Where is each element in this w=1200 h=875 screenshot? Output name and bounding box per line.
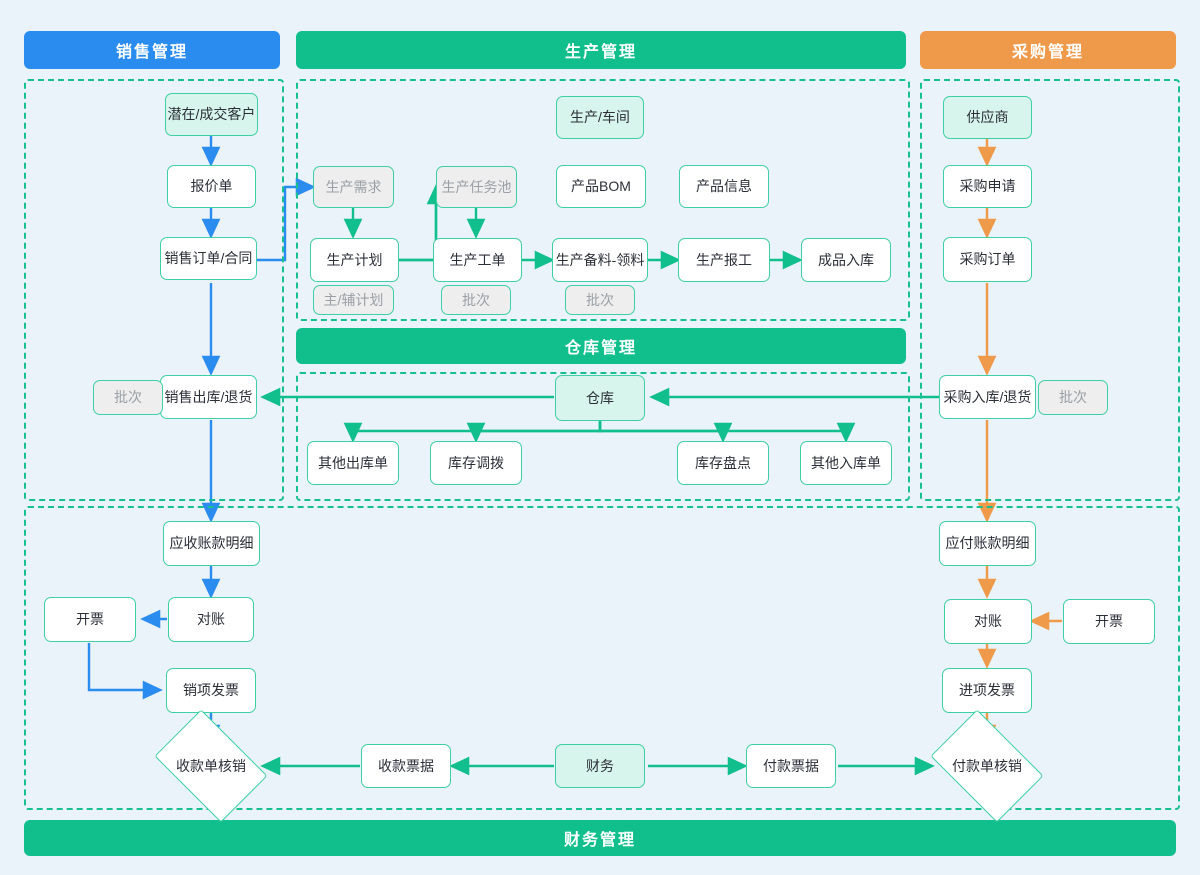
node-payment-voucher[interactable]: 付款票据 xyxy=(746,744,836,788)
node-sales-outbound-label: 销售出库/退货 xyxy=(164,388,253,405)
header-production: 生产管理 xyxy=(296,31,906,69)
frame-production xyxy=(296,79,910,321)
header-purchase: 采购管理 xyxy=(920,31,1176,69)
node-finance-hub-label: 财务 xyxy=(586,757,614,774)
node-material-picking-label: 生产备料-领料 xyxy=(555,251,645,268)
node-work-order[interactable]: 生产工单 xyxy=(433,238,522,282)
node-warehouse-hub[interactable]: 仓库 xyxy=(555,375,645,421)
node-material-picking[interactable]: 生产备料-领料 xyxy=(552,238,648,282)
node-plan-tag-label: 主/辅计划 xyxy=(323,291,384,308)
header-purchase-label: 采购管理 xyxy=(1011,44,1084,61)
node-payment-writeoff[interactable]: 付款单核销 xyxy=(930,709,1044,823)
node-sales-outbound[interactable]: 销售出库/退货 xyxy=(160,375,257,419)
node-reconciliation-left-label: 对账 xyxy=(197,611,225,628)
node-invoicing-right-label: 开票 xyxy=(1095,613,1123,630)
node-work-order-label: 生产工单 xyxy=(449,251,506,268)
node-purchase-inbound-label: 采购入库/退货 xyxy=(943,388,1032,405)
header-production-label: 生产管理 xyxy=(564,44,637,61)
node-production-reporting[interactable]: 生产报工 xyxy=(678,238,770,282)
node-product-bom-label: 产品BOM xyxy=(571,178,631,195)
node-purchase-inbound[interactable]: 采购入库/退货 xyxy=(939,375,1036,419)
node-production-demand-label: 生产需求 xyxy=(325,178,382,195)
node-picking-tag-label: 批次 xyxy=(586,291,614,308)
node-invoicing-left-label: 开票 xyxy=(76,611,104,628)
node-stock-transfer-label: 库存调拨 xyxy=(448,454,504,471)
node-finance-hub[interactable]: 财务 xyxy=(555,744,645,788)
node-purchase-order[interactable]: 采购订单 xyxy=(943,237,1032,282)
node-reconciliation-right-label: 对账 xyxy=(974,613,1002,630)
node-production-reporting-label: 生产报工 xyxy=(696,251,752,268)
node-sales-batch-tag: 批次 xyxy=(93,380,163,415)
node-plan-tag: 主/辅计划 xyxy=(313,285,394,315)
node-product-info-label: 产品信息 xyxy=(696,178,752,195)
node-purchase-batch-tag: 批次 xyxy=(1038,380,1108,415)
node-invoicing-left[interactable]: 开票 xyxy=(44,597,136,642)
node-receipt-writeoff-label: 收款单核销 xyxy=(176,758,246,774)
node-purchase-order-label: 采购订单 xyxy=(959,251,1016,268)
node-payment-voucher-label: 付款票据 xyxy=(763,757,819,774)
header-warehouse-label: 仓库管理 xyxy=(564,340,637,357)
node-payable-detail-label: 应付账款明细 xyxy=(945,535,1030,552)
header-warehouse: 仓库管理 xyxy=(296,328,906,364)
node-receivable-detail[interactable]: 应收账款明细 xyxy=(163,521,260,566)
node-work-order-tag-label: 批次 xyxy=(462,291,490,308)
node-sales-order[interactable]: 销售订单/合同 xyxy=(160,237,257,280)
node-other-inbound-label: 其他入库单 xyxy=(811,454,881,471)
node-finished-inbound-label: 成品入库 xyxy=(818,251,874,268)
node-output-invoice-label: 销项发票 xyxy=(183,682,239,699)
header-sales: 销售管理 xyxy=(24,31,280,69)
node-supplier[interactable]: 供应商 xyxy=(943,96,1032,139)
node-other-outbound[interactable]: 其他出库单 xyxy=(307,441,399,485)
node-task-pool-label: 生产任务池 xyxy=(441,178,512,195)
node-invoicing-right[interactable]: 开票 xyxy=(1063,599,1155,644)
node-reconciliation-left[interactable]: 对账 xyxy=(168,597,254,642)
node-other-inbound[interactable]: 其他入库单 xyxy=(800,441,892,485)
node-receivable-detail-label: 应收账款明细 xyxy=(169,535,254,552)
node-customer-label: 潜在/成交客户 xyxy=(167,106,256,123)
node-payable-detail[interactable]: 应付账款明细 xyxy=(939,521,1036,566)
frame-sales xyxy=(24,79,284,501)
node-supplier-label: 供应商 xyxy=(966,109,1009,126)
node-workshop-label: 生产/车间 xyxy=(570,109,630,126)
node-stock-transfer[interactable]: 库存调拨 xyxy=(430,441,522,485)
node-receipt-voucher-label: 收款票据 xyxy=(378,757,434,774)
node-workshop[interactable]: 生产/车间 xyxy=(556,96,644,139)
node-payment-writeoff-label: 付款单核销 xyxy=(952,758,1022,774)
node-other-outbound-label: 其他出库单 xyxy=(318,454,388,471)
node-output-invoice[interactable]: 销项发票 xyxy=(166,668,256,713)
node-production-plan[interactable]: 生产计划 xyxy=(310,238,399,282)
node-input-invoice-label: 进项发票 xyxy=(959,682,1015,699)
node-input-invoice[interactable]: 进项发票 xyxy=(942,668,1032,713)
node-receipt-voucher[interactable]: 收款票据 xyxy=(361,744,451,788)
node-sales-batch-label: 批次 xyxy=(114,389,142,406)
node-product-info[interactable]: 产品信息 xyxy=(679,165,769,208)
node-picking-tag: 批次 xyxy=(565,285,635,315)
frame-warehouse xyxy=(296,372,910,501)
node-quotation-label: 报价单 xyxy=(190,178,233,195)
node-reconciliation-right[interactable]: 对账 xyxy=(944,599,1032,644)
node-customer[interactable]: 潜在/成交客户 xyxy=(165,93,258,136)
node-purchase-requisition[interactable]: 采购申请 xyxy=(943,165,1032,208)
node-task-pool[interactable]: 生产任务池 xyxy=(436,166,517,208)
node-warehouse-hub-label: 仓库 xyxy=(586,389,614,406)
node-purchase-batch-label: 批次 xyxy=(1059,389,1087,406)
node-product-bom[interactable]: 产品BOM xyxy=(556,165,646,208)
frame-finance xyxy=(24,506,1180,810)
node-quotation[interactable]: 报价单 xyxy=(167,165,256,208)
node-work-order-tag: 批次 xyxy=(441,285,511,315)
node-purchase-requisition-label: 采购申请 xyxy=(959,178,1016,195)
header-finance: 财务管理 xyxy=(24,820,1176,856)
header-finance-label: 财务管理 xyxy=(563,832,636,849)
frame-purchase xyxy=(920,79,1180,501)
node-production-plan-label: 生产计划 xyxy=(326,251,383,268)
node-production-demand[interactable]: 生产需求 xyxy=(313,166,394,208)
node-stocktake[interactable]: 库存盘点 xyxy=(677,441,769,485)
node-stocktake-label: 库存盘点 xyxy=(695,454,751,471)
node-finished-inbound[interactable]: 成品入库 xyxy=(801,238,891,282)
node-receipt-writeoff[interactable]: 收款单核销 xyxy=(154,709,268,823)
header-sales-label: 销售管理 xyxy=(115,44,188,61)
node-sales-order-label: 销售订单/合同 xyxy=(164,250,253,267)
